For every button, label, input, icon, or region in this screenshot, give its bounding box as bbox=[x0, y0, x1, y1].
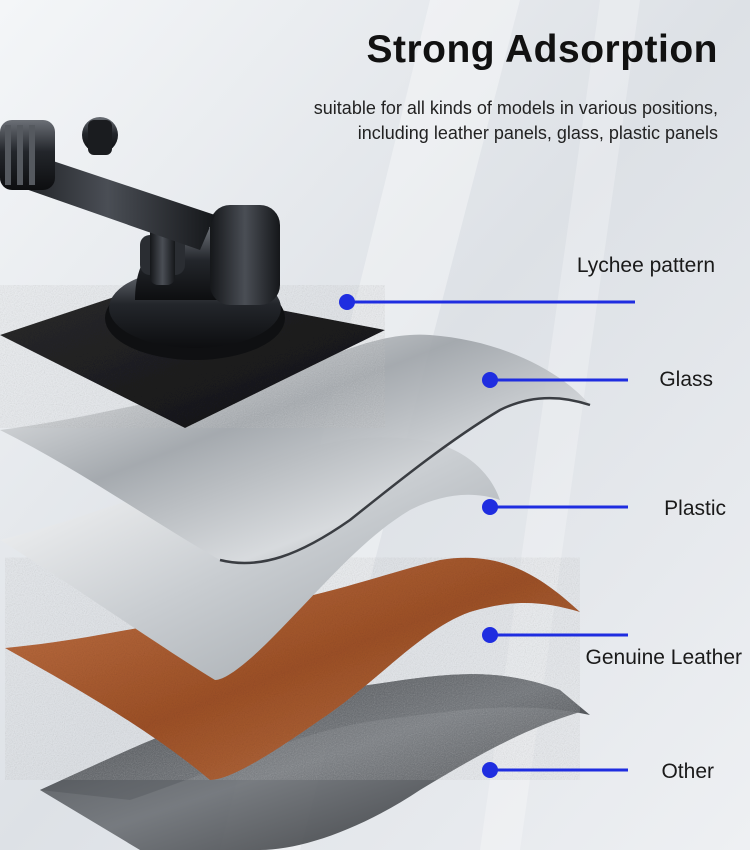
glass-panel bbox=[0, 334, 590, 564]
callout-plastic bbox=[482, 499, 628, 515]
callout-glass bbox=[482, 372, 628, 388]
label-glass: Glass bbox=[659, 368, 713, 391]
genuine-leather-panel bbox=[5, 557, 580, 780]
label-other: Other bbox=[661, 760, 714, 783]
callout-other bbox=[482, 762, 628, 778]
light-ray bbox=[480, 0, 640, 850]
callout-lychee bbox=[339, 294, 635, 310]
suction-mount bbox=[105, 205, 285, 360]
mount-joint bbox=[0, 120, 55, 190]
other-panel-body bbox=[40, 674, 580, 850]
label-lychee-pattern: Lychee pattern bbox=[576, 254, 715, 277]
label-plastic: Plastic bbox=[664, 497, 726, 520]
page-subtitle: suitable for all kinds of models in vari… bbox=[313, 98, 718, 143]
page-title: Strong Adsorption bbox=[366, 28, 718, 71]
glass-edge bbox=[219, 396, 591, 565]
callout-leather bbox=[482, 627, 628, 643]
label-genuine-leather: Genuine Leather bbox=[585, 646, 742, 669]
